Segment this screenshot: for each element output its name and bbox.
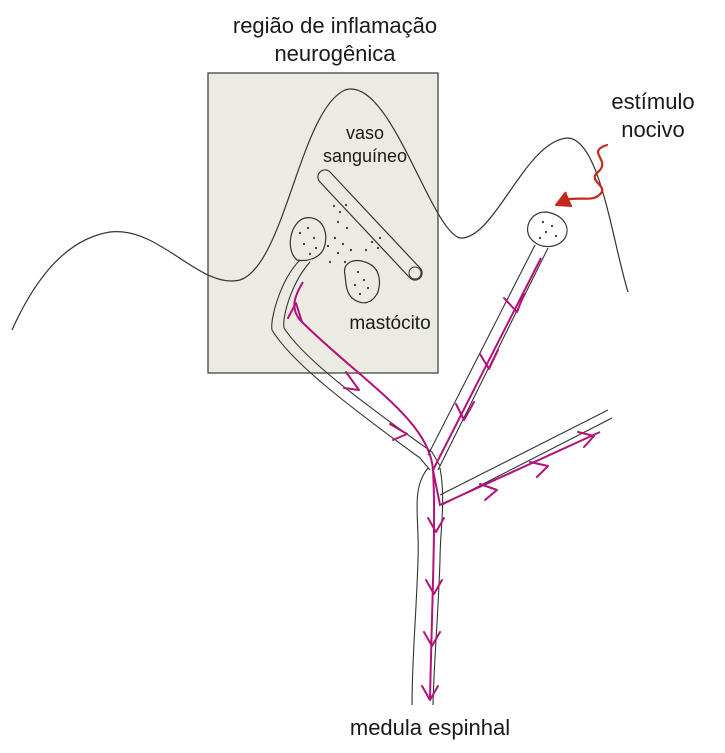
- noxious-stimulus-arrow: [556, 145, 607, 206]
- blood-vessel-label: vaso sanguíneo: [310, 122, 420, 167]
- main-trunk-outer: [412, 468, 428, 705]
- impulse-arrow-side-2: [530, 462, 548, 477]
- blood-vessel-label-line2: sanguíneo: [310, 145, 420, 168]
- side-branch-outer: [440, 410, 608, 495]
- spinal-cord-label: medula espinhal: [300, 714, 560, 742]
- mast-cell-label: mastócito: [330, 312, 450, 336]
- impulse-arrow-afferent-3: [456, 402, 474, 420]
- impulse-arrow-left-2: [344, 372, 359, 390]
- stimulus-label-line2: nocivo: [588, 116, 718, 144]
- left-nerve-terminal: [290, 218, 325, 261]
- inflammation-region-title-line2: neurogênica: [205, 40, 465, 68]
- stimulus-label: estímulo nocivo: [588, 88, 718, 143]
- right-nerve-terminal: [528, 212, 567, 247]
- inflammation-region-title-line1: região de inflamação: [205, 12, 465, 40]
- blood-vessel-label-line1: vaso: [310, 122, 420, 145]
- stimulus-label-line1: estímulo: [588, 88, 718, 116]
- inflammation-region-title: região de inflamação neurogênica: [205, 12, 465, 67]
- right-axon-outer: [428, 245, 535, 455]
- impulse-central-line: [430, 470, 434, 700]
- impulse-side-branch-line: [433, 432, 600, 505]
